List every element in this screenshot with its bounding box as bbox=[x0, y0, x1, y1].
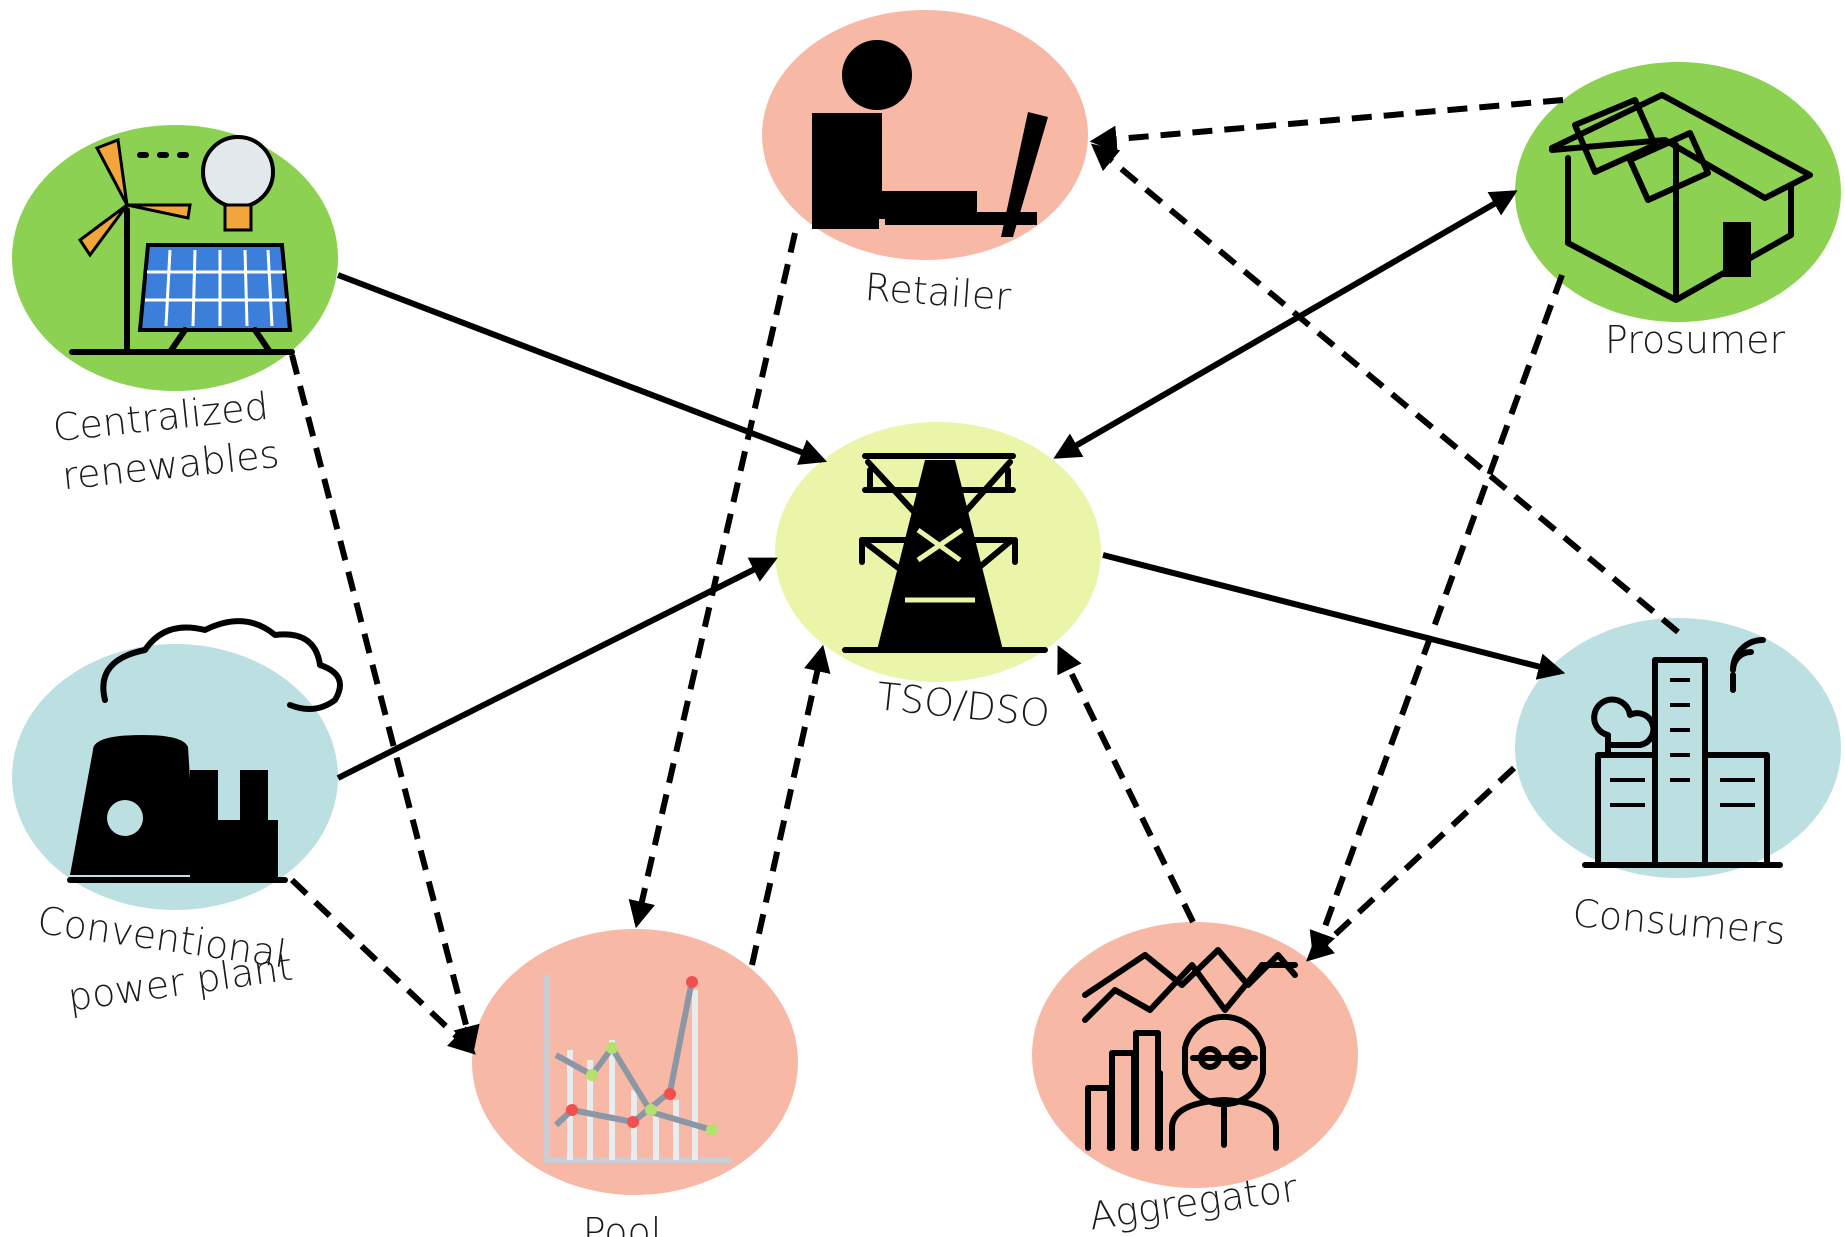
edge-consumers-to-aggregator bbox=[1306, 765, 1517, 962]
edge-pool-to-tso bbox=[749, 644, 831, 966]
edge-retailer-to-pool bbox=[628, 232, 798, 929]
edge-tso-prosumer bbox=[1053, 190, 1518, 459]
edge-prosumer-to-retailer bbox=[1089, 97, 1564, 153]
wind-solar-bulb-icon bbox=[69, 135, 295, 355]
edge-aggregator-to-tso bbox=[1057, 645, 1196, 924]
edge-centralized-to-pool bbox=[289, 354, 480, 1054]
power-plant-icon bbox=[67, 618, 343, 883]
node-consumers-label: Consumers bbox=[1571, 891, 1788, 953]
person-laptop-icon bbox=[812, 40, 1048, 237]
edge-conventional-to-tso bbox=[336, 557, 778, 781]
edge-centralized-to-tso bbox=[336, 272, 828, 465]
node-retailer-label: Retailer bbox=[863, 265, 1012, 319]
solar-house-icon bbox=[1549, 92, 1813, 303]
city-buildings-icon bbox=[1582, 637, 1783, 868]
node-prosumer-label: Prosumer bbox=[1605, 318, 1786, 362]
edge-prosumer-to-aggregator bbox=[1309, 273, 1565, 960]
edges bbox=[289, 97, 1680, 1055]
node-pool-label: Pool bbox=[583, 1210, 662, 1237]
edge-tso-to-consumers bbox=[1102, 552, 1566, 680]
node-tso-label: TSO/DSO bbox=[875, 674, 1052, 736]
edge-conventional-to-pool bbox=[289, 877, 476, 1055]
transmission-tower-icon bbox=[842, 453, 1048, 653]
line-chart-icon bbox=[544, 975, 732, 1163]
businessman-chart-icon bbox=[1082, 947, 1298, 1151]
